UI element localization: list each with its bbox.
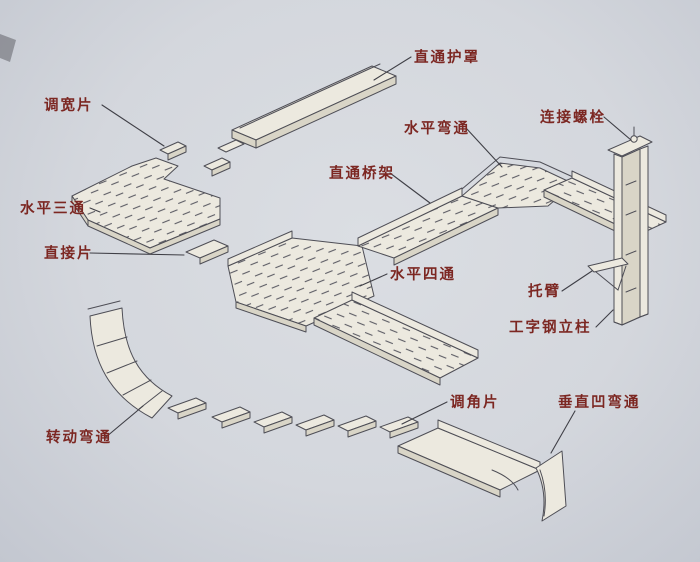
connecting-bolt [630, 126, 638, 143]
label-horizontal-bend: 水平弯通 [404, 119, 470, 137]
part-i-beam-column [607, 126, 653, 326]
label-width-adjust-piece: 调宽片 [44, 96, 94, 114]
label-i-beam-column: 工字钢立柱 [509, 318, 592, 336]
part-straight-cover [217, 63, 397, 153]
label-rotating-bend: 转动弯通 [46, 428, 112, 446]
part-width-adjust-piece [159, 141, 231, 177]
part-tray-run-lower [313, 291, 479, 386]
label-connecting-bolt: 连接螺栓 [540, 108, 606, 126]
part-horizontal-cross [227, 230, 375, 333]
part-horizontal-tee [71, 157, 221, 255]
paper-smudge [0, 34, 16, 62]
part-direct-piece [185, 239, 229, 265]
part-rotating-bend [87, 300, 173, 419]
label-straight-tray: 直通桥架 [329, 164, 395, 182]
label-vertical-concave-bend: 垂直凹弯通 [558, 393, 641, 411]
label-horizontal-tee: 水平三通 [20, 199, 86, 217]
label-straight-cover: 直通护罩 [414, 48, 480, 66]
label-angle-adjust-piece: 调角片 [450, 393, 500, 411]
labels: 直通护罩 调宽片 水平弯通 连接螺栓 直通桥架 水平三通 直接片 水平四通 托臂… [20, 48, 641, 446]
leader-lines [89, 56, 632, 454]
part-angle-adjust-links [167, 397, 419, 439]
label-support-arm: 托臂 [528, 282, 561, 300]
label-horizontal-cross: 水平四通 [390, 265, 456, 283]
label-direct-piece: 直接片 [44, 244, 94, 262]
part-support-arm [587, 257, 629, 291]
part-straight-tray [357, 187, 499, 266]
part-vertical-concave-bend [397, 419, 567, 522]
